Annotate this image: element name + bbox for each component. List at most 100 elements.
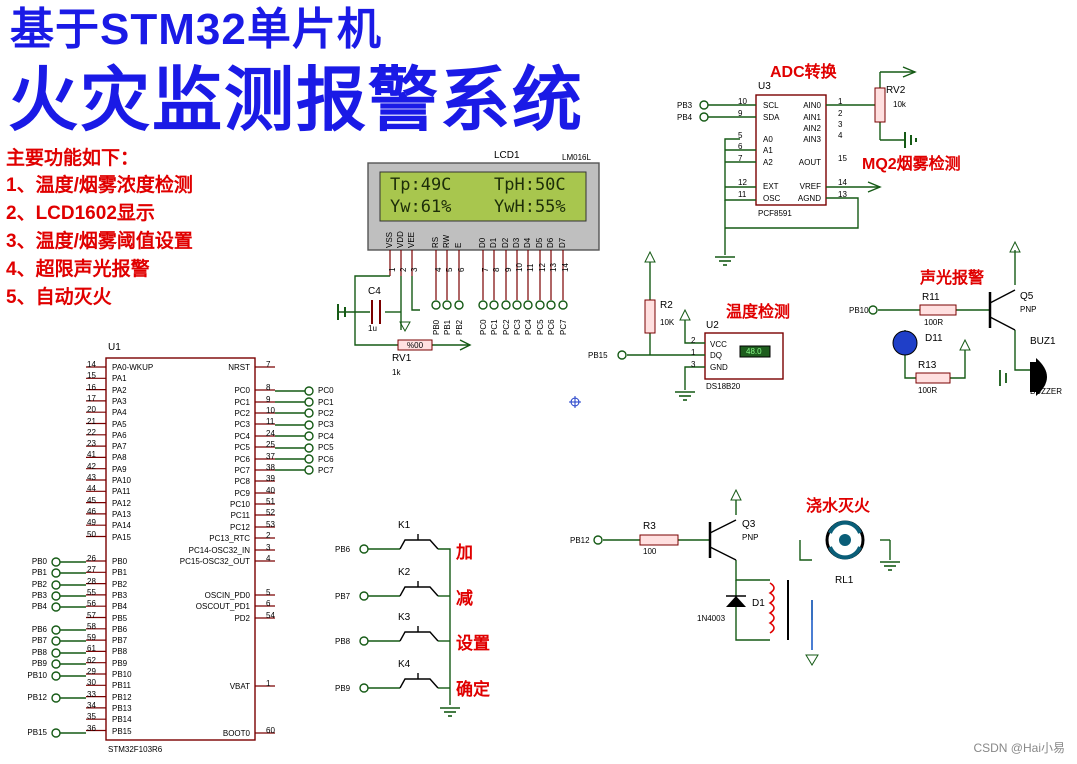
mcu-model: STM32F103R6: [108, 745, 163, 754]
adc-pin-label: AIN0: [803, 101, 821, 110]
key-name[interactable]: K4: [398, 659, 411, 670]
ds18b20-pin: VCC: [710, 340, 727, 349]
mcu-pin-number: 5: [266, 588, 271, 597]
adc-net-label: PB3: [677, 101, 693, 110]
mcu-net-label: PC7: [318, 466, 334, 475]
mcu-pin-number: 54: [266, 611, 275, 620]
lcd-bus-label: PC1: [490, 319, 499, 335]
mcu-pin-label: PD2: [234, 614, 250, 623]
mcu-pin-number: 15: [87, 371, 96, 381]
adc-pin-number: 1: [838, 97, 843, 106]
lcd-row2-right: YwH:55%: [494, 197, 566, 217]
label-adc: ADC转换: [770, 64, 837, 81]
mcu-net-label: PB6: [31, 625, 47, 634]
mcu-pin-label: PB15: [112, 726, 132, 736]
mcu-pin-number: 23: [87, 439, 96, 449]
adc-net-label: PB4: [677, 113, 693, 122]
mcu-pin-label: PA2: [112, 385, 127, 395]
lcd-pin-label: VDD: [396, 231, 405, 248]
mcu-pin-number: 35: [87, 712, 96, 722]
mcu-pin-label: PA5: [112, 419, 127, 429]
rv2-value: 10k: [893, 100, 906, 109]
adc-pin-label: AGND: [797, 194, 821, 203]
lcd-pin-number: 4: [434, 267, 443, 272]
label-water: 浇水灭火: [806, 498, 871, 515]
mcu-pin-label: PB4: [112, 602, 128, 612]
feature-item: 5、自动灭火: [6, 287, 112, 308]
adc-pin-label: AOUT: [798, 158, 821, 167]
q3-name: Q3: [742, 519, 756, 530]
mcu-pin-number: 17: [87, 393, 96, 403]
r3-name: R3: [643, 521, 656, 532]
mcu-pin-number: 62: [87, 655, 96, 665]
lcd-pin-number: 3: [410, 267, 419, 272]
mcu-pin-number: 4: [266, 554, 271, 563]
label-mq2: MQ2烟雾检测: [862, 156, 961, 173]
key-name[interactable]: K3: [398, 612, 411, 623]
lcd-pin-label: D7: [558, 237, 567, 248]
q5-name: Q5: [1020, 291, 1034, 302]
mcu-pin-number: 51: [266, 497, 275, 506]
mcu-pin-label: PB5: [112, 613, 128, 623]
lcd-pin-number: 1: [388, 267, 397, 272]
key-label-ok: 确定: [456, 680, 490, 699]
q3-type: PNP: [742, 533, 759, 542]
net-label: PB15: [588, 351, 608, 360]
adc-pin-label: AIN2: [803, 124, 821, 133]
rv1-name: RV1: [392, 353, 412, 364]
mcu-pin-label: PB14: [112, 715, 132, 725]
watermark: CSDN @Hai小易: [973, 741, 1065, 755]
mcu-pin-number: 49: [87, 518, 96, 528]
mcu-pin-label: OSCOUT_PD1: [195, 602, 250, 611]
mcu-pin-number: 20: [87, 405, 96, 415]
mcu-pin-label: PB1: [112, 568, 128, 578]
mcu-pin-number: 59: [87, 633, 96, 643]
ds18b20-pin: DQ: [710, 351, 722, 360]
lcd-pin-label: VEE: [407, 231, 416, 248]
mcu-pin-label: PB6: [112, 624, 128, 634]
mcu-pin-label: PC0: [234, 386, 250, 395]
key-net: PB9: [335, 684, 351, 693]
lcd-pin-label: RS: [431, 236, 440, 248]
mcu-pin-number: 33: [87, 689, 96, 699]
adc-pin-number: 4: [838, 131, 843, 140]
mcu-pin-label: PA6: [112, 430, 127, 440]
mcu-pin-number: 55: [87, 587, 96, 597]
mcu-pin-number: 8: [266, 383, 271, 392]
lcd-pin-number: 14: [561, 263, 570, 272]
lcd-pin-label: D0: [478, 237, 487, 248]
ds18b20-pin: GND: [710, 363, 728, 372]
mcu-pin-number: 7: [266, 360, 271, 369]
title-line2: 火灾监测报警系统: [8, 61, 584, 139]
mcu-pin-label: PC12: [229, 523, 250, 532]
mcu-pin-number: 58: [87, 621, 96, 631]
key-name[interactable]: K2: [398, 567, 411, 578]
lcd-bus-label: PC0: [479, 319, 488, 335]
mcu-pin-label: PA12: [112, 498, 131, 508]
adc-pin-label: AIN3: [803, 135, 821, 144]
lcd-bus-label: PB2: [455, 319, 464, 335]
ds18b20-model: DS18B20: [706, 382, 741, 391]
mcu-net-label: PC3: [318, 420, 334, 429]
title-line1: 基于STM32单片机: [10, 5, 382, 54]
mcu-pin-label: PB8: [112, 647, 128, 657]
buzzer-name: BUZ1: [1030, 336, 1056, 347]
key-name[interactable]: K1: [398, 520, 411, 531]
mcu-pin-number: 38: [266, 463, 275, 472]
lcd-pin-number: 5: [445, 267, 454, 272]
mcu-net-label: PC1: [318, 398, 334, 407]
mcu-pin-number: 24: [266, 429, 275, 438]
q5-type: PNP: [1020, 305, 1037, 314]
ds18b20-pin-number: 3: [691, 360, 696, 369]
mcu-pin-label: PC2: [234, 409, 250, 418]
relay-name: RL1: [835, 575, 854, 586]
ds18b20-pin-number: 2: [691, 336, 696, 345]
mcu-pin-number: 61: [87, 644, 96, 654]
mcu-pin-number: 2: [266, 531, 271, 540]
adc-pin-number: 11: [738, 190, 747, 199]
mcu-pin-number: 14: [87, 360, 96, 369]
lcd-pin-number: 11: [526, 263, 535, 272]
mcu-pin-label: PB3: [112, 590, 128, 600]
mcu-pin-number: 11: [266, 417, 275, 426]
mcu-pin-label: BOOT0: [222, 729, 250, 738]
